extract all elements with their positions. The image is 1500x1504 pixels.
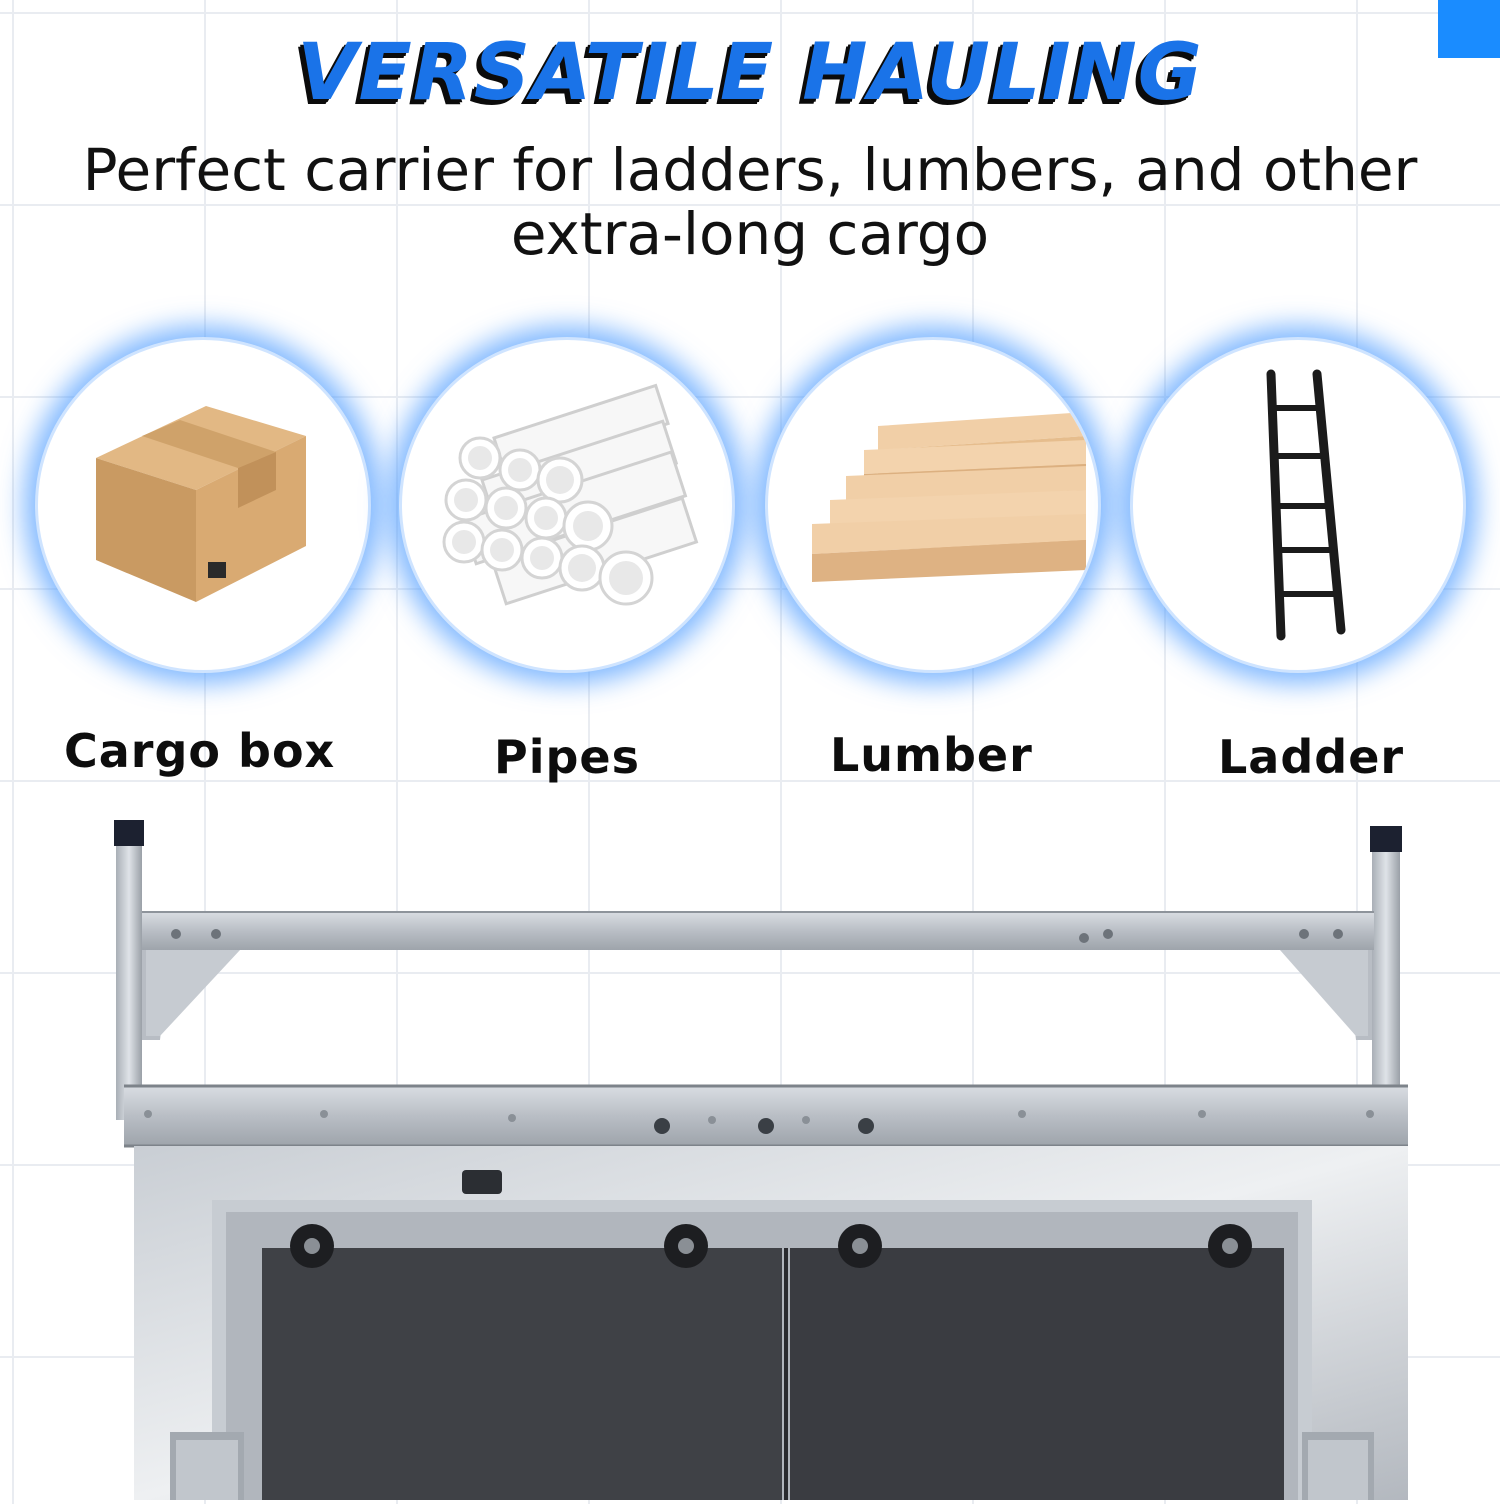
label-lumber: Lumber	[830, 728, 1033, 782]
badge-lumber	[768, 340, 1098, 670]
trailer-rack-drawing	[114, 820, 1408, 1500]
pipes-icon	[442, 383, 699, 606]
badge-ladder	[1133, 340, 1463, 670]
headline: VERSATILE HAULING	[297, 28, 1203, 118]
trailer-rack-illustration	[0, 800, 1500, 1500]
label-cargo-box: Cargo box	[64, 724, 336, 778]
lumber-icon	[812, 412, 1086, 582]
badge-pipes	[402, 340, 732, 670]
corner-accent-tab	[1438, 0, 1500, 58]
subline: Perfect carrier for ladders, lumbers, an…	[82, 136, 1418, 268]
ladder-icon	[1266, 369, 1346, 641]
label-pipes: Pipes	[494, 730, 640, 784]
label-ladder: Ladder	[1218, 730, 1405, 784]
cardboard-box-icon	[96, 406, 306, 602]
badge-cargo-box	[38, 340, 368, 670]
